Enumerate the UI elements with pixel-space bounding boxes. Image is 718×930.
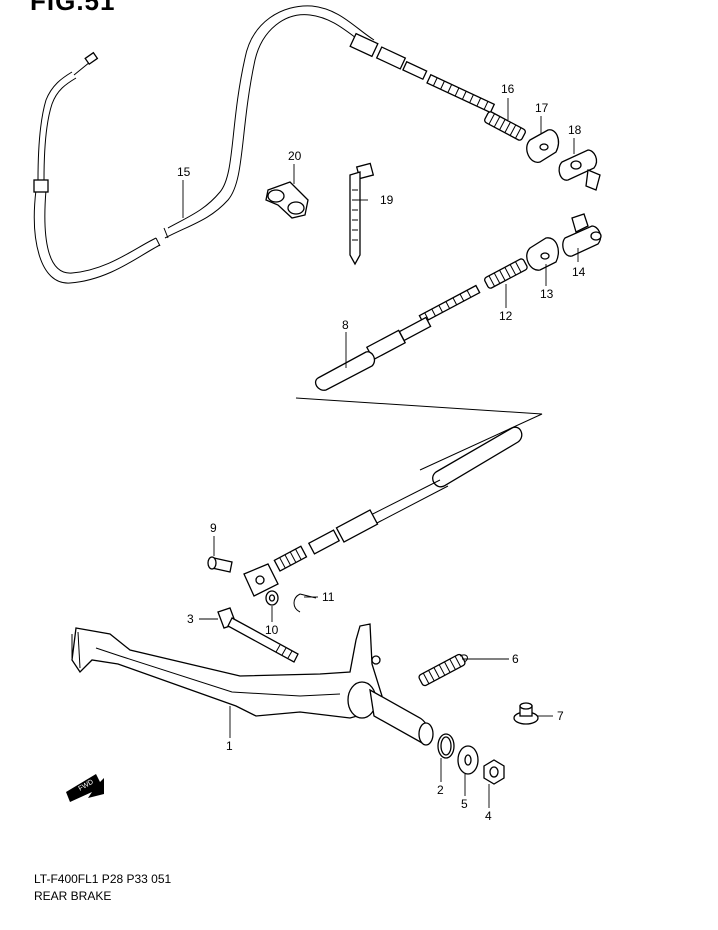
callout-11: 11: [322, 590, 335, 604]
part-8-brake-cable: [243, 284, 543, 597]
part-16-spring: [484, 111, 526, 141]
part-19-cable-tie: [349, 162, 375, 266]
callout-4: 4: [485, 809, 492, 823]
callout-13: 13: [540, 287, 554, 301]
callout-12: 12: [499, 309, 513, 323]
section-name: REAR BRAKE: [34, 889, 112, 903]
callout-19: 19: [380, 193, 394, 207]
callout-14: 14: [572, 265, 586, 279]
part-4-nut: [483, 759, 505, 785]
part-13-sleeve: [526, 237, 560, 271]
part-17-sleeve: [526, 129, 560, 163]
callout-17: 17: [535, 101, 549, 115]
callout-numbers: 15 20 19 16 17 18 14 13 12 8 9 10 11 3 6…: [177, 82, 586, 823]
part-10-washer: [265, 590, 279, 606]
callout-20: 20: [288, 149, 302, 163]
part-15-upper-cable: [33, 5, 496, 284]
part-6-spring: [418, 653, 468, 687]
callout-3: 3: [187, 612, 194, 626]
part-2-o-ring: [437, 733, 455, 759]
part-7-nut: [513, 702, 539, 725]
callout-7: 7: [557, 709, 564, 723]
part-3-bolt: [217, 607, 299, 663]
part-18-joint: [558, 149, 601, 191]
part-9-pin: [207, 556, 233, 573]
fwd-arrow-icon: FWD: [66, 774, 104, 802]
leader-lines: [182, 98, 579, 808]
callout-6: 6: [512, 652, 519, 666]
part-1-brake-pedal: [71, 623, 434, 746]
callout-10: 10: [265, 623, 279, 637]
callout-15: 15: [177, 165, 191, 179]
callout-16: 16: [501, 82, 515, 96]
part-14-joint: [562, 213, 602, 257]
callout-9: 9: [210, 521, 217, 535]
part-5-washer: [457, 745, 479, 775]
callout-5: 5: [461, 797, 468, 811]
part-12-spring: [484, 258, 528, 289]
figure-title: FIG.51: [30, 0, 116, 16]
callout-1: 1: [226, 739, 233, 753]
part-20-clamp: [265, 181, 309, 219]
callout-2: 2: [437, 783, 444, 797]
callout-8: 8: [342, 318, 349, 332]
callout-18: 18: [568, 123, 582, 137]
model-code: LT-F400FL1 P28 P33 051: [34, 872, 172, 886]
